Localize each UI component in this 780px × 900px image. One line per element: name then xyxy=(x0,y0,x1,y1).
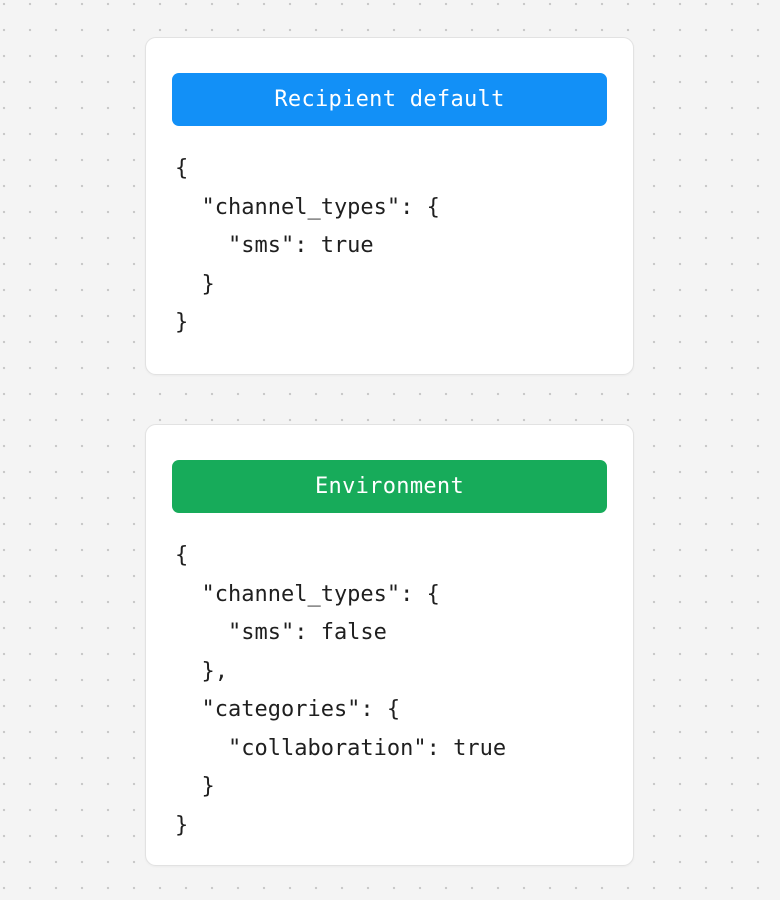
card-environment: Environment { "channel_types": { "sms": … xyxy=(145,424,634,866)
card-code-environment: { "channel_types": { "sms": false }, "ca… xyxy=(175,543,507,838)
card-recipient-default: Recipient default { "channel_types": { "… xyxy=(145,37,634,375)
card-title-environment: Environment xyxy=(315,474,464,499)
card-title-recipient-default: Recipient default xyxy=(274,87,505,112)
card-header-environment: Environment xyxy=(172,460,607,513)
card-code-recipient-default: { "channel_types": { "sms": true } } xyxy=(175,156,440,335)
card-header-recipient-default: Recipient default xyxy=(172,73,607,126)
